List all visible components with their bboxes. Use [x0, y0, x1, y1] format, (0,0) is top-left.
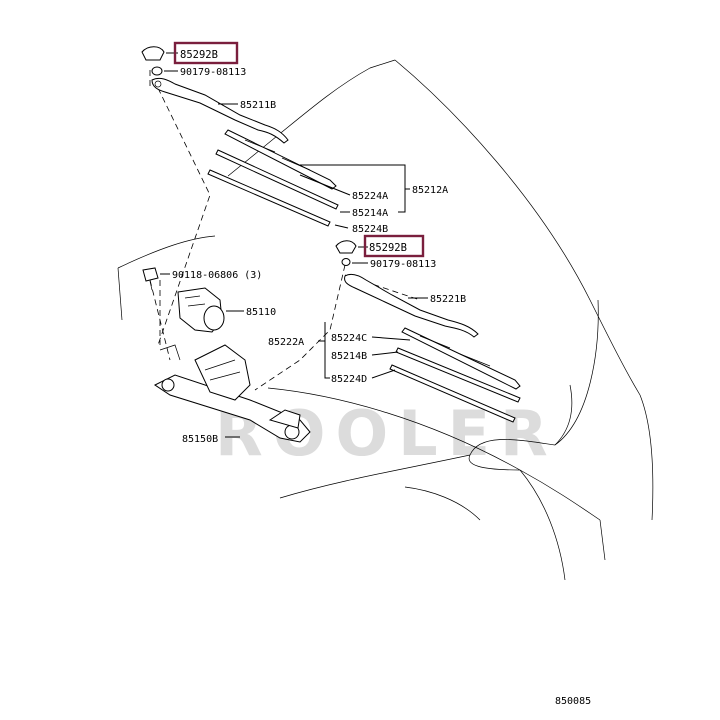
- label-blade-assembly-left: 85212A: [412, 185, 448, 196]
- label-refill-left: 85214A: [352, 208, 388, 219]
- label-cap-lower: 85292B: [369, 242, 407, 254]
- bolt-icon: [142, 267, 159, 291]
- vehicle-outline: [117, 59, 654, 581]
- label-nut-lower: 90179-08113: [370, 259, 436, 270]
- wiper-arm-right-icon: [344, 273, 479, 338]
- link-assembly-icon: [154, 344, 311, 443]
- motor-icon: [177, 287, 225, 333]
- label-bolt: 90118-06806 (3): [172, 270, 262, 281]
- label-cap-upper: 85292B: [180, 49, 218, 61]
- diagram-code: 850085: [555, 696, 591, 707]
- cap-upper-icon: [141, 46, 165, 61]
- label-rubber-left-b: 85224B: [352, 224, 388, 235]
- label-arm-right: 85221B: [430, 294, 466, 305]
- wiper-blade-right-icon: [389, 327, 521, 423]
- label-arm-left: 85211B: [240, 100, 276, 111]
- wiper-arm-left-icon: [151, 77, 289, 144]
- highlight-box-upper: [173, 41, 239, 65]
- nut-upper-icon: [151, 66, 163, 76]
- label-rubber-right-d: 85224D: [331, 374, 367, 385]
- label-refill-right: 85214B: [331, 351, 367, 362]
- label-nut-upper: 90179-08113: [180, 67, 246, 78]
- cap-lower-icon: [335, 240, 357, 254]
- label-blade-assembly-right: 85222A: [268, 337, 304, 348]
- label-rubber-right-c: 85224C: [331, 333, 367, 344]
- nut-lower-icon: [341, 258, 351, 266]
- label-link: 85150B: [182, 434, 218, 445]
- label-rubber-left-a: 85224A: [352, 191, 388, 202]
- label-motor: 85110: [246, 307, 276, 318]
- wiper-blade-left-icon: [207, 129, 339, 227]
- highlight-box-lower: [363, 234, 425, 258]
